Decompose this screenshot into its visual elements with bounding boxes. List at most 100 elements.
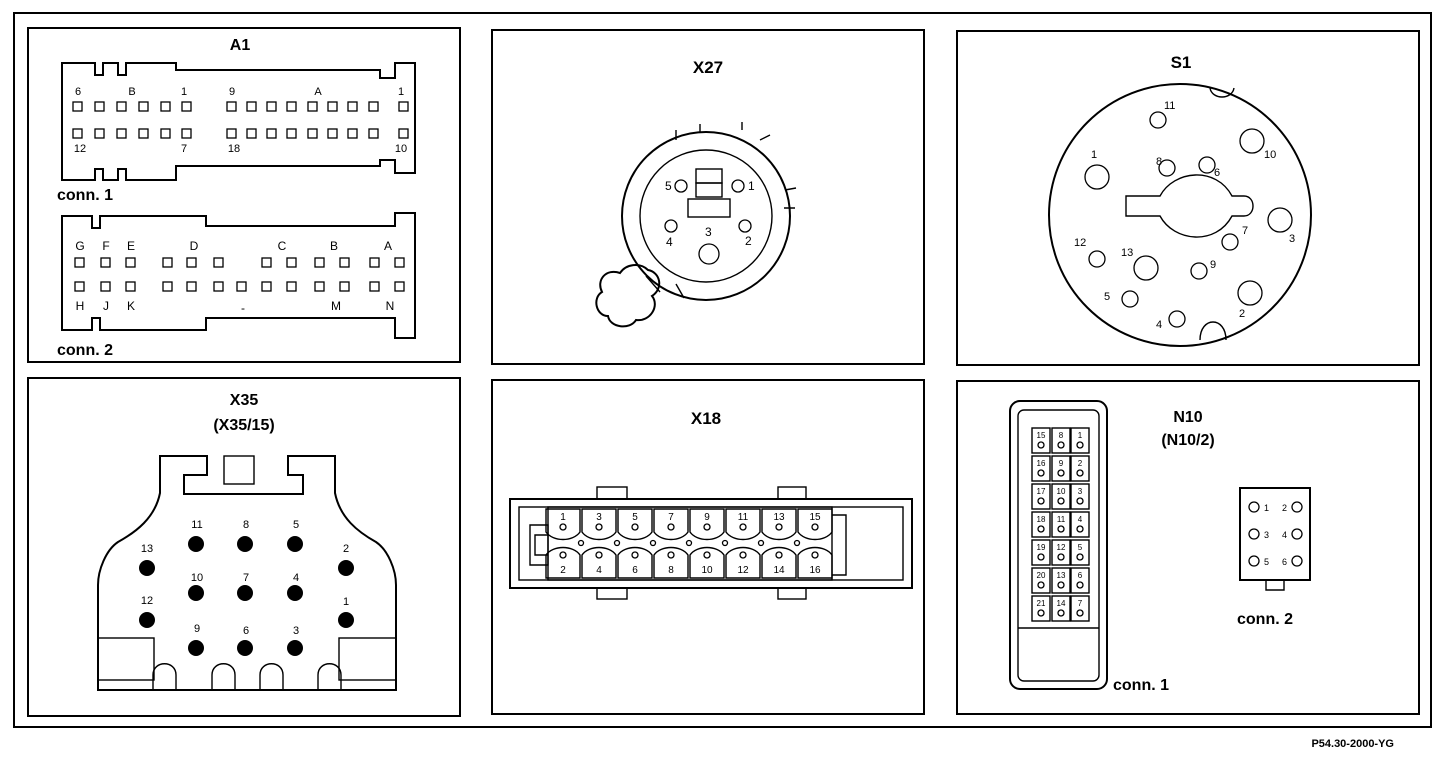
a1-conn1-pin <box>94 128 105 139</box>
a1-conn1-pin <box>138 128 149 139</box>
panel-x35: X35 (X35/15) 11 8 5 13 2 10 7 4 12 1 9 6… <box>27 377 461 717</box>
panel-a1: A1 6 B 1 9 A 1 12 7 18 10 conn. 1 G F E … <box>27 27 461 363</box>
x27-pin <box>664 219 678 233</box>
n10-conn1-pin-label: 8 <box>1059 431 1064 440</box>
a1-conn1-pin <box>226 128 237 139</box>
x18-pin-cell <box>797 546 833 579</box>
s1-body <box>1048 83 1312 347</box>
n10-conn1-cell <box>1051 483 1071 510</box>
s1-pin <box>1239 128 1265 154</box>
x35-pin <box>139 612 155 628</box>
x18-pin-label: 10 <box>701 565 713 576</box>
a1-conn2-pin <box>369 257 380 268</box>
x35-pin <box>139 560 155 576</box>
a1-conn1-pin <box>72 101 83 112</box>
x18-pin <box>631 523 639 531</box>
s1-pin <box>1149 111 1167 129</box>
panel-x18-frame <box>491 379 925 715</box>
a1-conn2-pin <box>125 257 136 268</box>
a1-conn1-pin-label: 1 <box>181 86 187 98</box>
a1-conn1-pin-label: 12 <box>74 143 86 155</box>
x35-pin-label: 2 <box>343 543 349 555</box>
a1-conn2-pin <box>314 257 325 268</box>
a1-conn1-pin-label: B <box>128 86 135 98</box>
x35-pin <box>188 585 204 601</box>
a1-conn1-pin <box>181 101 192 112</box>
n10-conn1-housing <box>1009 400 1108 690</box>
outer-frame <box>13 12 1432 728</box>
a1-conn1-pin-label: 18 <box>228 143 240 155</box>
a1-conn2-pin <box>286 257 297 268</box>
x27-pin-label: 3 <box>705 225 712 239</box>
panel-n10-subtitle: (N10/2) <box>1161 432 1214 449</box>
n10-conn1-cell <box>1051 455 1071 482</box>
n10-conn1-cell <box>1031 511 1051 538</box>
a1-conn2-pin <box>236 281 247 292</box>
x18-pin <box>559 523 567 531</box>
a1-conn2-letter: - <box>241 301 245 315</box>
n10-conn1-pin <box>1057 497 1065 505</box>
x18-pin-label: 1 <box>560 512 566 523</box>
n10-conn1-pin <box>1076 441 1084 449</box>
n10-conn1-pin <box>1057 609 1065 617</box>
n10-conn1-cell <box>1031 595 1051 622</box>
x18-pin-label: 2 <box>560 565 566 576</box>
x18-keying-hole <box>613 539 621 547</box>
s1-pin <box>1221 233 1239 251</box>
x35-pin <box>338 612 354 628</box>
x18-latch <box>777 587 807 600</box>
a1-conn2-pin <box>74 281 85 292</box>
x18-pin-label: 5 <box>632 512 638 523</box>
a1-conn1-pin <box>246 101 257 112</box>
a1-conn2-pin <box>369 281 380 292</box>
n10-conn1-pin-label: 13 <box>1057 571 1066 580</box>
n10-conn1-pin <box>1037 497 1045 505</box>
panel-s1-frame <box>956 30 1420 366</box>
x18-pin-cell <box>761 508 797 541</box>
x18-pin <box>595 523 603 531</box>
x27-center-key <box>695 168 723 184</box>
x18-side-keys <box>529 514 847 576</box>
x35-key <box>223 455 255 485</box>
a1-conn2-pin <box>394 257 405 268</box>
x18-pin-label: 11 <box>738 512 749 523</box>
n10-conn1-cell <box>1070 539 1090 566</box>
x27-keyways <box>675 122 797 209</box>
a1-conn2-pin <box>213 257 224 268</box>
s1-pin <box>1088 250 1106 268</box>
x35-pin <box>237 640 253 656</box>
x35-pin <box>338 560 354 576</box>
a1-conn2-letter: F <box>102 239 109 253</box>
n10-conn1-pin-label: 2 <box>1078 459 1083 468</box>
x18-pin-cell <box>689 508 725 541</box>
a1-conn1-pin <box>368 101 379 112</box>
n10-conn1-cell <box>1051 539 1071 566</box>
x35-pin <box>287 640 303 656</box>
x18-pin <box>775 523 783 531</box>
x35-housing <box>97 455 397 691</box>
n10-conn1-cell <box>1031 567 1051 594</box>
panel-s1-title: S1 <box>1171 53 1192 72</box>
x35-pin-label: 4 <box>293 572 299 584</box>
a1-conn1-pin <box>160 128 171 139</box>
a1-conn2-pin <box>314 281 325 292</box>
s1-pin <box>1158 159 1176 177</box>
x18-pin <box>595 551 603 559</box>
a1-conn2-pin <box>394 281 405 292</box>
a1-conn1-pin <box>327 101 338 112</box>
a1-conn2-letter: K <box>127 299 135 313</box>
n10-conn1-cell <box>1070 483 1090 510</box>
x35-pin-label: 11 <box>191 519 202 531</box>
n10-conn1-cell <box>1031 539 1051 566</box>
x27-pin-label: 4 <box>666 235 673 249</box>
n10-conn1-cell <box>1031 427 1051 454</box>
n10-conn1-cell <box>1070 595 1090 622</box>
n10-conn1-cell <box>1051 427 1071 454</box>
x18-pin-cell <box>761 546 797 579</box>
a1-conn2-letter: A <box>384 239 392 253</box>
a1-conn2-label: conn. 2 <box>57 342 113 359</box>
a1-conn2-letter: E <box>127 239 135 253</box>
x35-pin-label: 5 <box>293 519 299 531</box>
a1-conn1-pin <box>72 128 83 139</box>
